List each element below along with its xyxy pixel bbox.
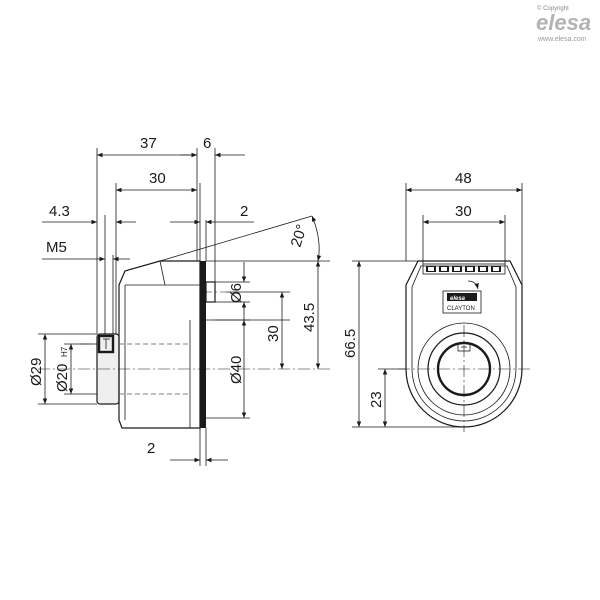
side-view bbox=[38, 260, 330, 429]
side-flange bbox=[200, 261, 206, 428]
dim-thread-offset: 4.3 bbox=[49, 203, 70, 220]
label-maker: CLAYTON bbox=[447, 306, 475, 312]
dim-body-length: 30 bbox=[149, 170, 166, 187]
copyright-text: © Copyright bbox=[537, 5, 569, 12]
front-dimensions: 48 30 66.5 23 bbox=[342, 170, 523, 428]
side-dimensions: 37 6 30 4.3 2 M5 20° Ø6 bbox=[28, 135, 330, 466]
dim-bore-dia: Ø20 bbox=[54, 364, 71, 392]
brand-url: www.elesa.com bbox=[537, 36, 587, 43]
dim-width: 48 bbox=[455, 170, 472, 187]
dim-window-width: 30 bbox=[455, 203, 472, 220]
dim-flange-offset: 6 bbox=[203, 135, 211, 152]
dim-pin-height: 30 bbox=[265, 325, 282, 342]
counter-window bbox=[422, 263, 506, 275]
dim-height: 66.5 bbox=[342, 329, 359, 358]
brand-block: © Copyright elesa www.elesa.com bbox=[536, 5, 591, 43]
dim-angle: 20° bbox=[288, 222, 311, 249]
label-plate bbox=[442, 290, 482, 314]
side-body bbox=[118, 260, 201, 429]
dim-thread: M5 bbox=[46, 239, 67, 256]
dim-flange-thickness: 2 bbox=[240, 203, 248, 220]
dim-pin-dia: Ø6 bbox=[228, 283, 245, 303]
dim-bottom-flange: 2 bbox=[147, 440, 155, 457]
front-outline bbox=[405, 260, 523, 428]
dim-overall-length: 37 bbox=[140, 135, 157, 152]
dim-bore-tolerance: H7 bbox=[60, 346, 69, 357]
dim-total-height: 43.5 bbox=[301, 303, 318, 332]
counter-digits bbox=[426, 266, 501, 272]
front-view: elesa CLAYTON bbox=[398, 260, 530, 432]
brand-logo: elesa bbox=[536, 10, 591, 35]
dim-hub-dia: Ø40 bbox=[228, 356, 245, 384]
label-logo: elesa bbox=[450, 296, 466, 302]
label-logo-bg bbox=[447, 293, 477, 301]
set-screw bbox=[97, 334, 115, 354]
dim-center-height: 23 bbox=[368, 391, 385, 408]
dim-outer-dia: Ø29 bbox=[28, 358, 45, 386]
